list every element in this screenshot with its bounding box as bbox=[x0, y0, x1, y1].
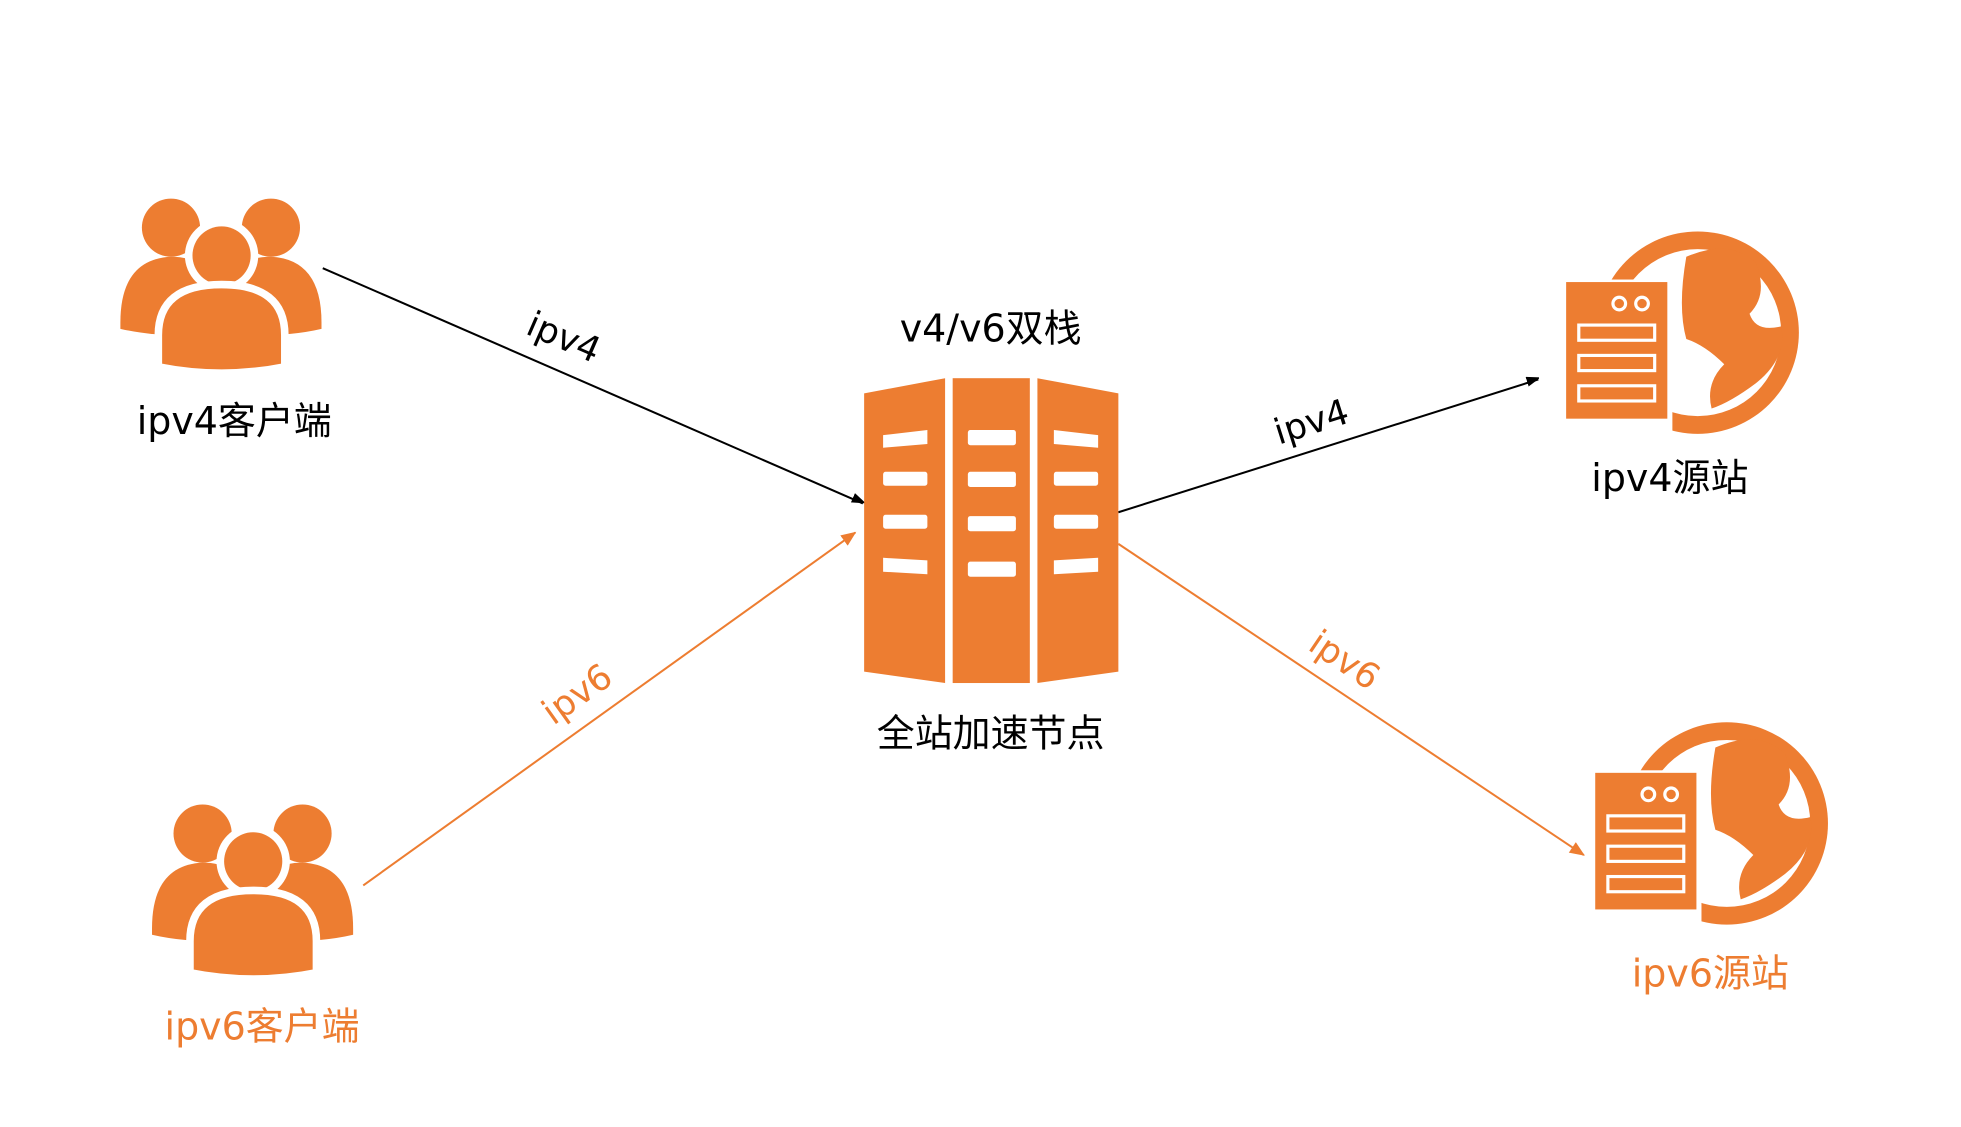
edge-node-to-ipv6-origin bbox=[1117, 543, 1585, 856]
edge-label-ipv6-out: ipv6 bbox=[1301, 622, 1387, 698]
ipv6-origin-label: ipv6源站 bbox=[1632, 952, 1789, 996]
ipv4-client-users-icon bbox=[120, 199, 321, 374]
ipv4-origin-web-server-globe-icon bbox=[1559, 229, 1801, 436]
edge-node-label: 全站加速节点 bbox=[877, 711, 1105, 755]
edge-label-ipv4-in: ipv4 bbox=[521, 304, 607, 372]
edge-node-to-ipv4-origin bbox=[1118, 379, 1538, 514]
ipv6-client-label: ipv6客户端 bbox=[165, 1005, 360, 1049]
ipv6-client-users-icon bbox=[152, 804, 353, 979]
edge-ipv6-client-to-node bbox=[362, 531, 857, 887]
ipv6-origin-web-server-globe-icon bbox=[1588, 720, 1830, 927]
edge-label-ipv6-in: ipv6 bbox=[535, 656, 621, 733]
edge-node-stack-label: v4/v6双栈 bbox=[900, 307, 1082, 351]
edge-label-ipv4-out: ipv4 bbox=[1269, 391, 1354, 453]
server-rack-icon bbox=[864, 378, 1119, 684]
ipv4-origin-label: ipv4源站 bbox=[1591, 456, 1748, 500]
edge-ipv4-client-to-node bbox=[322, 267, 863, 505]
ipv4-client-label: ipv4客户端 bbox=[137, 399, 332, 443]
